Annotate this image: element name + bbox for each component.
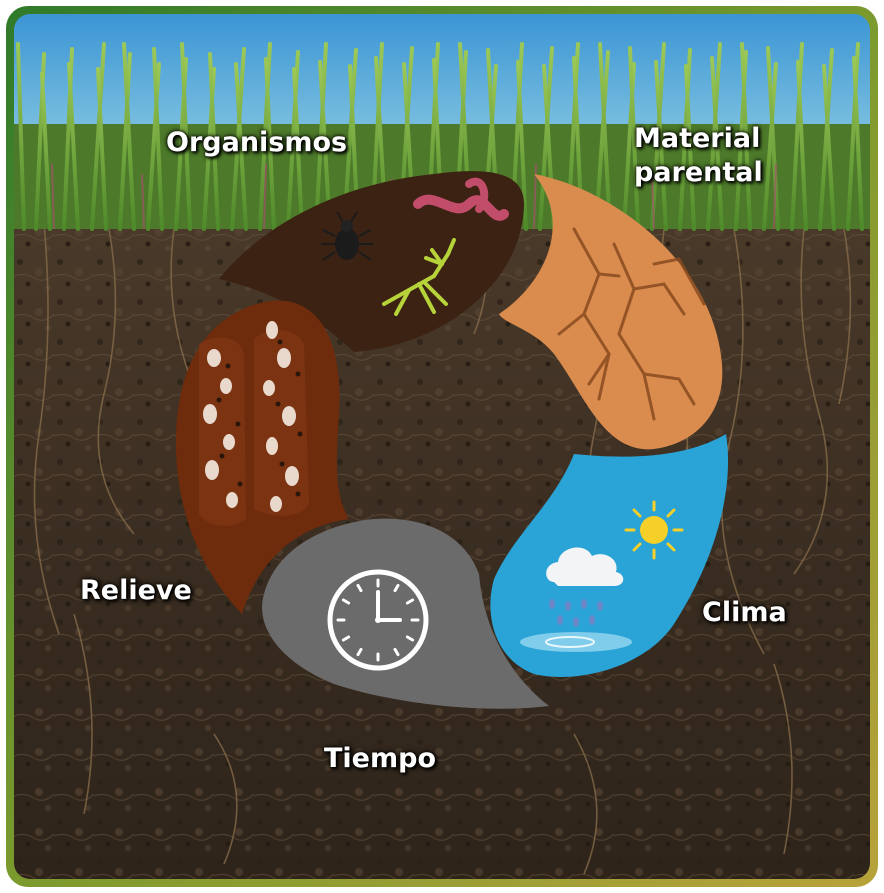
label-clima: Clima	[702, 596, 787, 630]
label-material-parental: Material parental	[634, 122, 763, 190]
sun-icon	[626, 502, 682, 558]
puddle-icon	[520, 632, 632, 652]
label-material-parental-line1: Material	[634, 122, 763, 156]
soil-profile-icon	[199, 321, 309, 526]
image-frame: Organismos Material parental Clima Tiemp…	[6, 6, 878, 887]
label-material-parental-line2: parental	[634, 156, 763, 190]
clock-icon	[330, 572, 426, 668]
soil-factors-diagram: Organismos Material parental Clima Tiemp…	[14, 14, 870, 879]
label-organismos: Organismos	[166, 126, 347, 160]
label-tiempo: Tiempo	[324, 742, 436, 776]
label-relieve: Relieve	[80, 574, 192, 608]
